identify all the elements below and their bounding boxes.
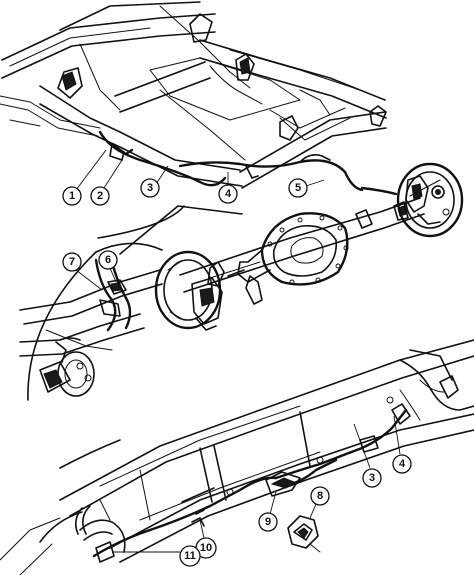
callout-7-circle bbox=[62, 252, 82, 272]
callout-4-upper: 4 bbox=[218, 172, 238, 204]
callout-3-lower-label: 3 bbox=[369, 472, 375, 484]
callout-8-lower: 8 bbox=[309, 486, 330, 519]
callout-7-label: 7 bbox=[69, 256, 75, 268]
callout-5-upper-label: 5 bbox=[295, 182, 301, 194]
callout-3-lower: 3 bbox=[353, 423, 382, 488]
callout-3-upper-label: 3 bbox=[147, 182, 153, 194]
callout-2-circle bbox=[90, 186, 110, 206]
callout-11-label: 11 bbox=[184, 550, 196, 562]
rear-axle bbox=[179, 197, 425, 305]
underbody-frame bbox=[0, 339, 474, 575]
right-brake-assembly bbox=[396, 162, 464, 238]
part-8-bracket bbox=[287, 515, 321, 553]
callout-8-label: 8 bbox=[317, 490, 323, 502]
callout-5-upper: 5 bbox=[288, 178, 325, 198]
callout-3-upper-circle bbox=[140, 178, 160, 198]
upper-brake-cables bbox=[98, 130, 398, 196]
callout-6-detail: 6 bbox=[98, 250, 118, 283]
callout-1: 1 bbox=[62, 149, 107, 206]
callout-3-upper: 3 bbox=[140, 165, 169, 198]
callout-4-lower: 4 bbox=[392, 415, 412, 474]
callout-4-lower-circle bbox=[392, 454, 412, 474]
callout-11-lower: 11 bbox=[112, 545, 201, 567]
detail-leader bbox=[97, 205, 243, 255]
callout-11-circle bbox=[179, 545, 201, 567]
callout-4-lower-label: 4 bbox=[399, 458, 406, 470]
callout-7-detail: 7 bbox=[62, 252, 103, 291]
callout-1-label: 1 bbox=[69, 190, 75, 202]
callout-2: 2 bbox=[90, 159, 123, 206]
left-brake-assembly bbox=[154, 250, 223, 331]
callout-8-circle bbox=[310, 486, 330, 506]
callout-10-lower: 10 bbox=[195, 519, 217, 559]
vehicle-frame bbox=[0, 1, 387, 189]
detail-view bbox=[19, 242, 163, 401]
lower-brake-cable bbox=[74, 403, 411, 563]
callout-10-label: 10 bbox=[200, 542, 212, 554]
callout-6-label: 6 bbox=[105, 254, 111, 266]
callout-4-upper-circle bbox=[218, 184, 238, 204]
callout-5-upper-circle bbox=[288, 178, 308, 198]
callout-2-label: 2 bbox=[97, 190, 103, 202]
callout-9-lower: 9 bbox=[258, 491, 278, 532]
callout-4-upper-label: 4 bbox=[225, 188, 232, 200]
callout-9-label: 9 bbox=[265, 516, 271, 528]
callout-6-circle bbox=[98, 250, 118, 270]
callout-3-lower-circle bbox=[362, 468, 382, 488]
callout-1-circle bbox=[62, 186, 82, 206]
callout-9-circle bbox=[258, 512, 278, 532]
